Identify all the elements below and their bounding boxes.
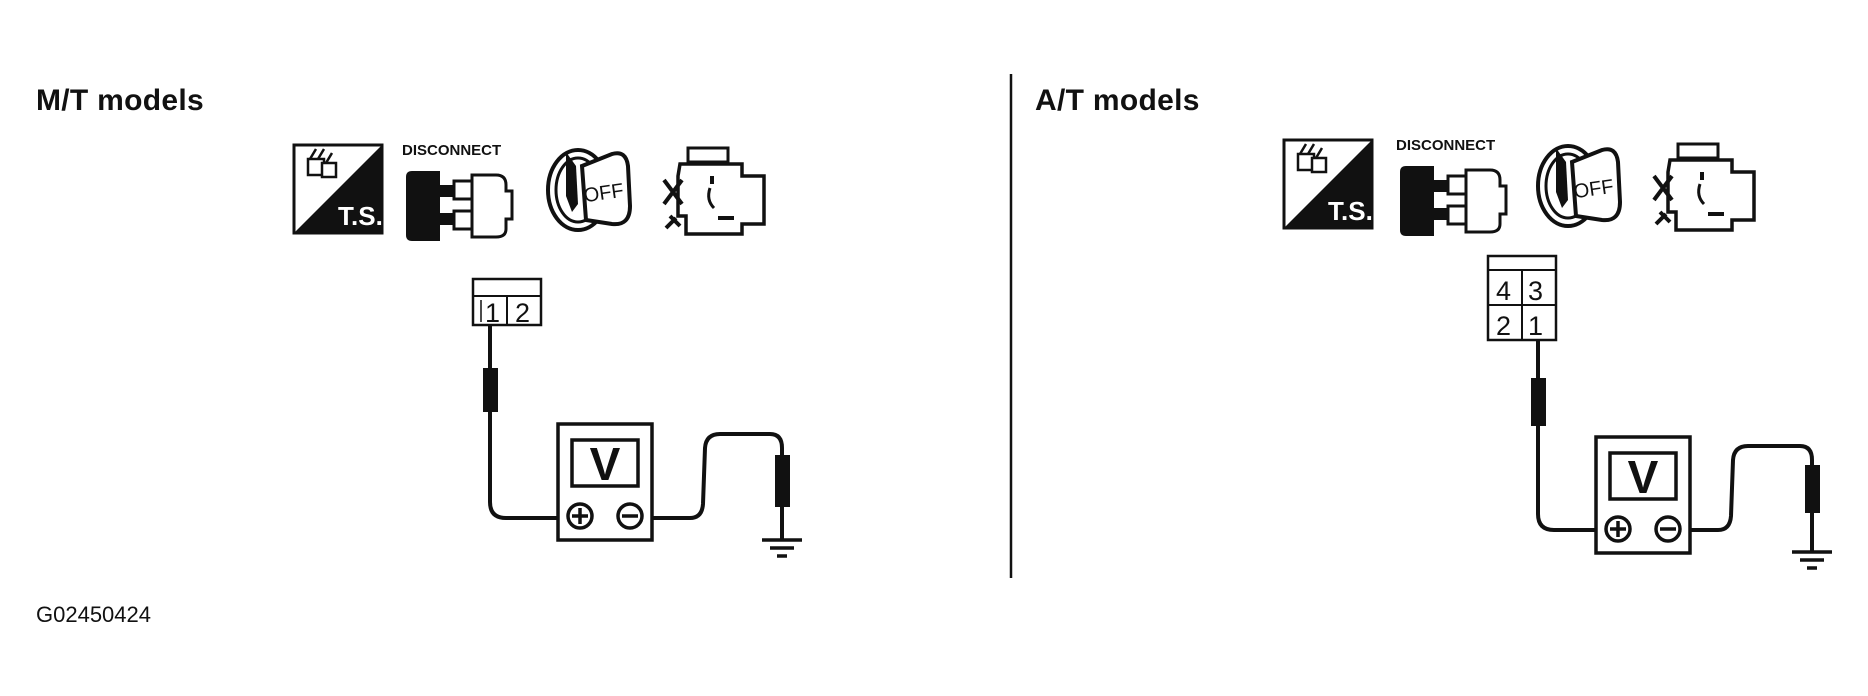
- figure-id: G02450424: [36, 602, 151, 627]
- disconnect-connector-icon: DISCONNECT: [1396, 137, 1508, 238]
- voltmeter: V: [1594, 435, 1692, 555]
- disconnect-label: DISCONNECT: [1396, 137, 1495, 154]
- mt-icon-row: T.S. DISCONNECT OFF: [292, 142, 766, 243]
- panel-title-at: A/T models: [1035, 84, 1200, 117]
- ts-label: T.S.: [338, 201, 383, 231]
- mt-connector: 1 2: [471, 277, 543, 328]
- voltmeter: V: [556, 422, 654, 542]
- pin-2: 2: [1496, 311, 1511, 341]
- disconnect-label: DISCONNECT: [402, 142, 501, 159]
- at-icon-row: T.S. DISCONNECT OFF: [1282, 137, 1756, 238]
- pin-4: 4: [1496, 276, 1511, 306]
- mt-probe-wires: [483, 325, 804, 558]
- at-connector: 4 3 2 1: [1486, 254, 1558, 342]
- ground-icon: [1790, 550, 1834, 570]
- pin-3: 3: [1528, 276, 1543, 306]
- at-probe-wires: [1531, 340, 1834, 570]
- trouble-diagnosis-ts-icon: T.S.: [292, 143, 384, 235]
- trouble-diagnosis-ts-icon: T.S.: [1282, 138, 1374, 230]
- ground-icon: [760, 538, 804, 558]
- pin-2: 2: [515, 298, 530, 328]
- voltmeter-label: V: [590, 438, 621, 490]
- ignition-key-off-icon: OFF: [546, 148, 632, 232]
- disconnect-connector-icon: DISCONNECT: [402, 142, 514, 243]
- pin-1: 1: [485, 298, 500, 328]
- voltmeter-label: V: [1628, 451, 1659, 503]
- engine-icon: [662, 146, 766, 236]
- ignition-key-off-icon: OFF: [1536, 144, 1622, 228]
- ts-label: T.S.: [1328, 196, 1373, 226]
- engine-icon: [1652, 142, 1756, 232]
- pin-1: 1: [1528, 311, 1543, 341]
- panel-title-mt: M/T models: [36, 84, 205, 117]
